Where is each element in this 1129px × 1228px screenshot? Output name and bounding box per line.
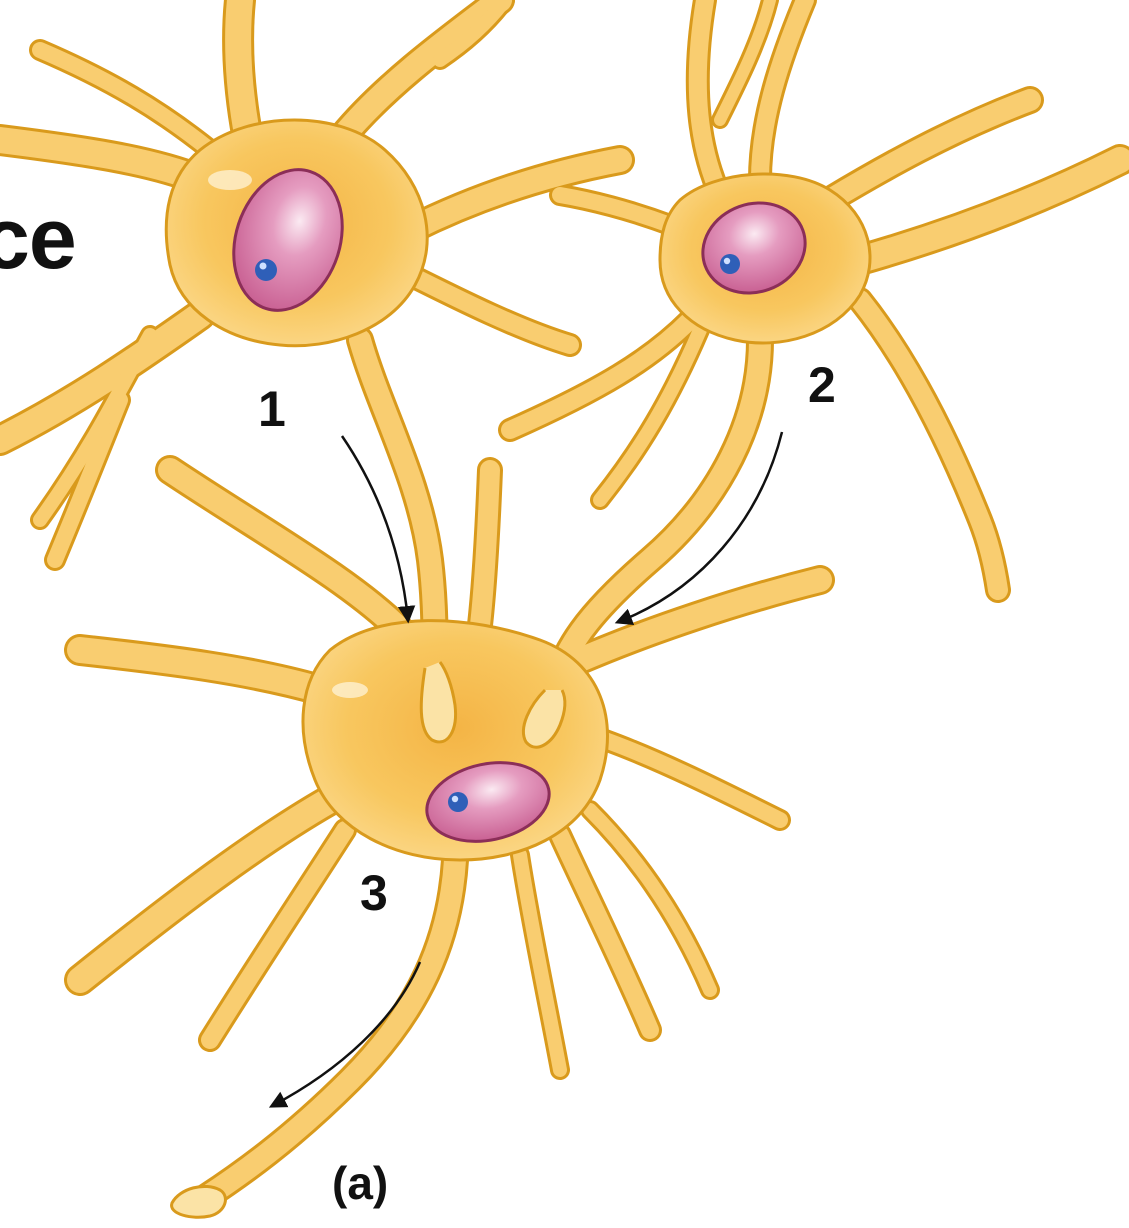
neuron-1-nucleolus — [255, 259, 277, 281]
n3-axon — [205, 860, 455, 1198]
n3-dendrite-up-left — [170, 470, 400, 630]
neuron-3-nucleolus — [448, 792, 468, 812]
n2-dendrite-upper-right — [830, 100, 1030, 200]
n1-dendrite-up-right — [340, 0, 500, 140]
n3-axon-outline — [205, 860, 455, 1198]
neuron-1-label: 1 — [258, 384, 286, 434]
axon-terminal — [172, 1186, 226, 1217]
panel-label: (a) — [332, 1160, 388, 1206]
n3-dendrite-down — [520, 855, 560, 1070]
n3-dendrite-up — [480, 470, 490, 625]
n1-dendrite-right-low — [410, 275, 570, 345]
neuron-2-nucleolus — [720, 254, 740, 274]
partial-title-text: ce — [0, 196, 76, 282]
neuron-2-label: 2 — [808, 360, 836, 410]
n3-dendrite-right-low — [605, 740, 780, 820]
neuron-3-label: 3 — [360, 868, 388, 918]
